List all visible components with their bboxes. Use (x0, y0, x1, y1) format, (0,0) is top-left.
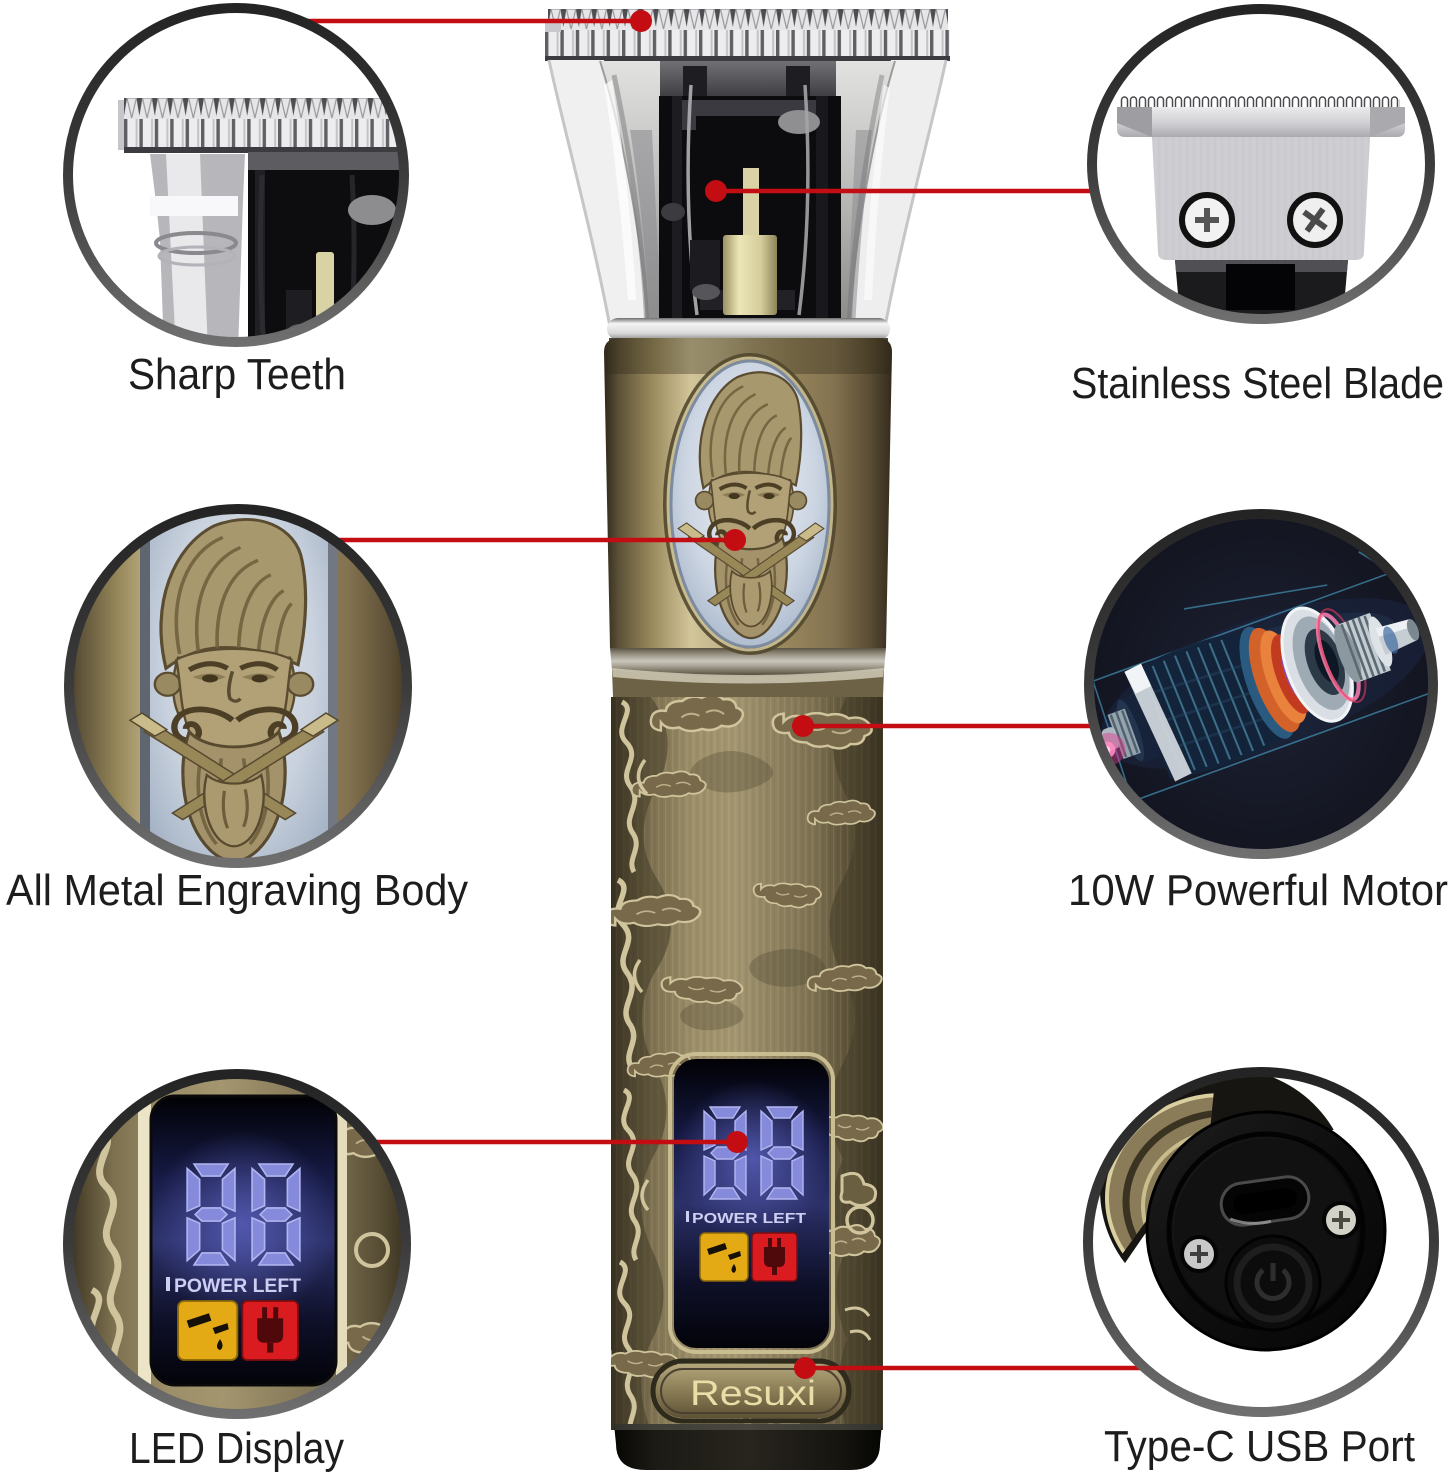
svg-text:Resuxi: Resuxi (690, 1374, 816, 1413)
svg-text:Type-C USB Port: Type-C USB Port (1104, 1422, 1415, 1471)
svg-text:Sharp Teeth: Sharp Teeth (128, 350, 346, 399)
svg-text:Stainless Steel Blade: Stainless Steel Blade (1071, 359, 1444, 408)
svg-text:10W Powerful Motor: 10W Powerful Motor (1068, 866, 1448, 915)
svg-text:POWER LEFT: POWER LEFT (174, 1276, 301, 1297)
svg-text:LED Display: LED Display (129, 1424, 344, 1473)
svg-text:POWER LEFT: POWER LEFT (692, 1210, 806, 1227)
svg-text:All Metal Engraving Body: All Metal Engraving Body (6, 866, 468, 915)
